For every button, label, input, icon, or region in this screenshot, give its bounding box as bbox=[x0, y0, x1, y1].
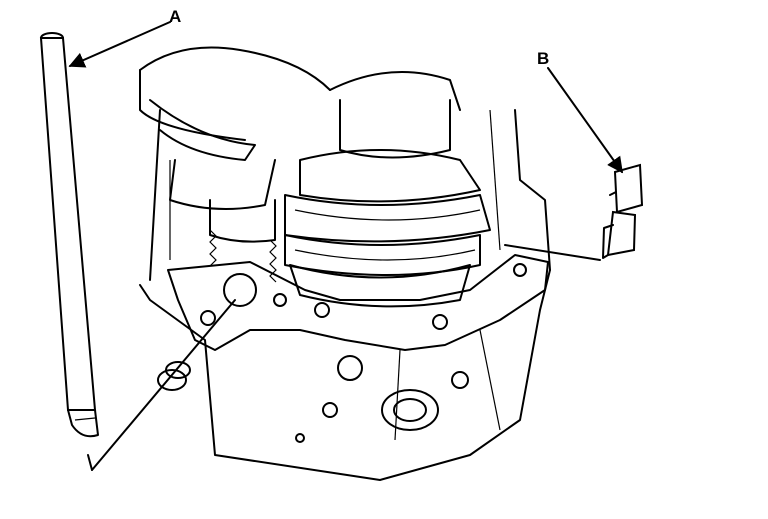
gear-shafts bbox=[139, 46, 491, 308]
callout-label-b: B bbox=[537, 49, 550, 68]
part-a-rod bbox=[39, 32, 99, 438]
transmission-case bbox=[139, 109, 551, 481]
leader-lines bbox=[68, 21, 623, 471]
part-b-bracket bbox=[602, 163, 644, 259]
callout-label-a: A bbox=[169, 7, 182, 26]
